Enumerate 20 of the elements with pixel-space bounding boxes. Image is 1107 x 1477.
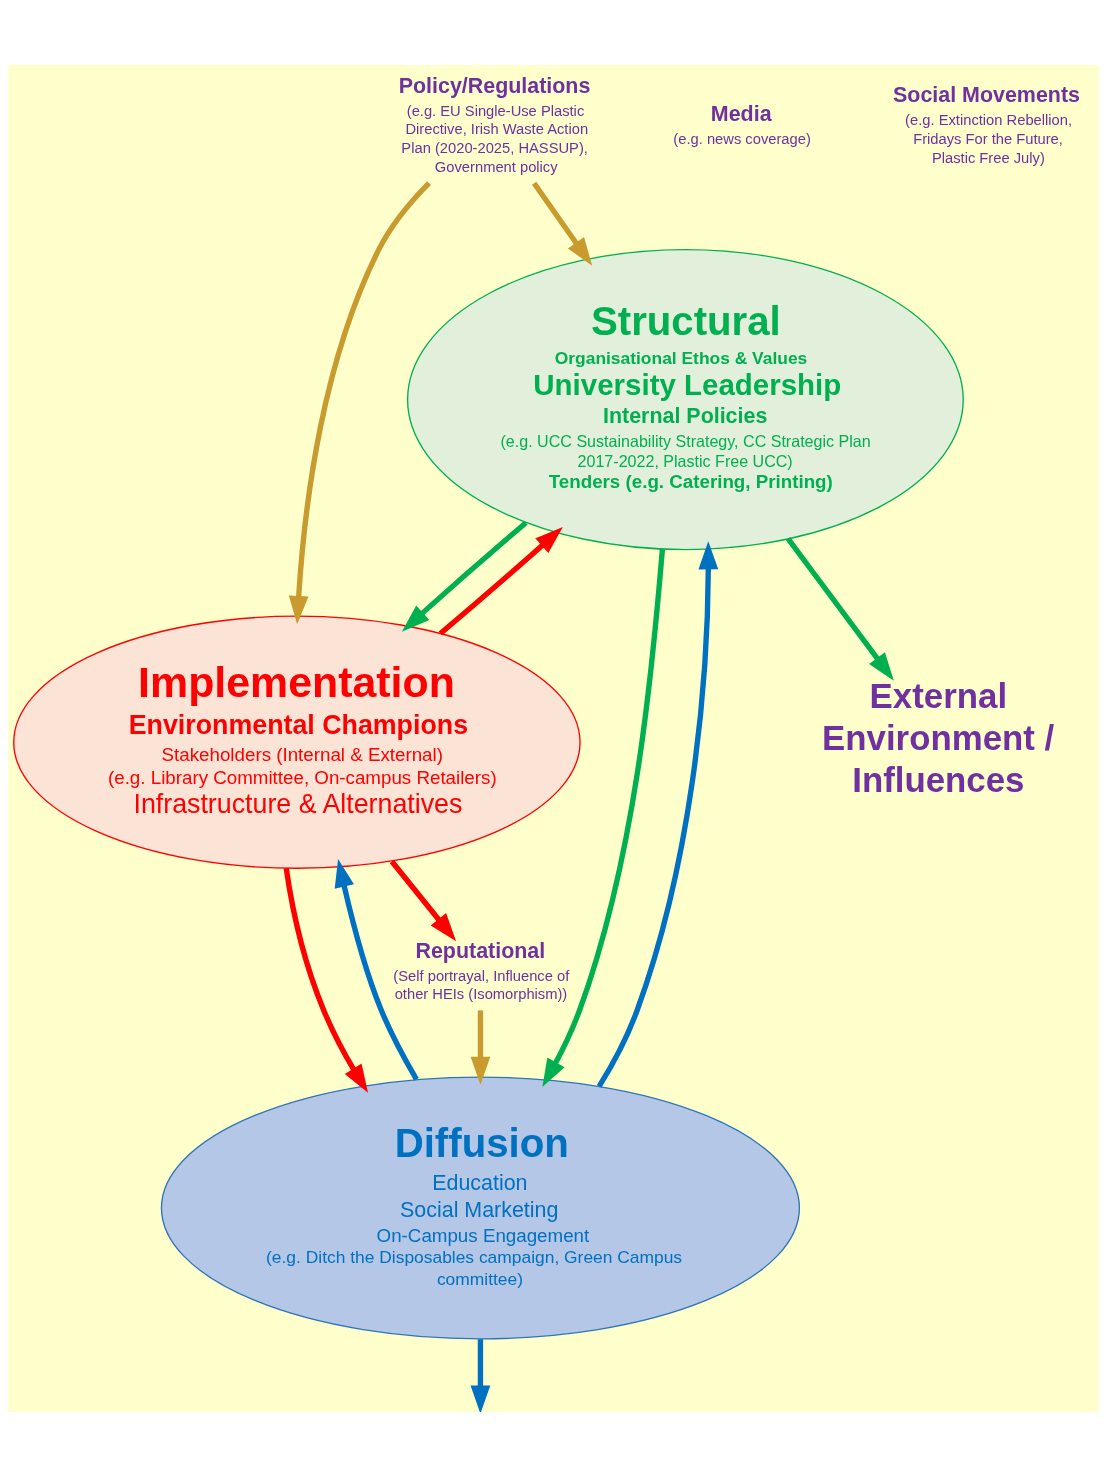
- node-text: Policy/Regulations (e.g. EU Single-Use Plastic Directive, Irish Waste Action Plan (2020-2025, HASSUP), Government policy: [398, 73, 591, 175]
- arrow: [334, 859, 419, 1081]
- arrow: [438, 526, 563, 636]
- node-text: External Environment / Influences: [822, 676, 1055, 799]
- node-text: Media (e.g. news coverage): [673, 102, 811, 147]
- node-ellipse: Implementation Environmental Champions Stakeholders (Internal & External) (e.g. Library Committee, On-campus Retailers) Infrastructure & Alternatives: [13, 615, 581, 869]
- arrow: [531, 181, 593, 266]
- arrow: [470, 1010, 491, 1085]
- arrow: [470, 1339, 491, 1412]
- arrow: [389, 859, 457, 942]
- node-ellipse: Diffusion Education Social Marketing On-Campus Engagement (e.g. Ditch the Disposables campaign, Green Campus committee): [160, 1076, 801, 1340]
- arrow: [542, 549, 666, 1088]
- node-ellipse: Structural Organisational Ethos & Values University Leadership Internal Policies (e.g. UCC Sustainability Strategy, CC Strategic Plan 2017-2022, Plastic Free UCC) Tenders (e.g. Catering, Printing): [406, 248, 964, 551]
- arrow: [401, 520, 528, 632]
- arrow: [785, 537, 894, 681]
- node-text: Reputational (Self portrayal, Influence of other HEIs (Isomorphism)): [393, 938, 570, 1003]
- node-text: Social Movements (e.g. Extinction Rebellion, Fridays For the Future, Plastic Free July): [893, 83, 1080, 166]
- arrow: [288, 181, 431, 625]
- arrow: [283, 867, 368, 1093]
- arrow: [596, 541, 719, 1088]
